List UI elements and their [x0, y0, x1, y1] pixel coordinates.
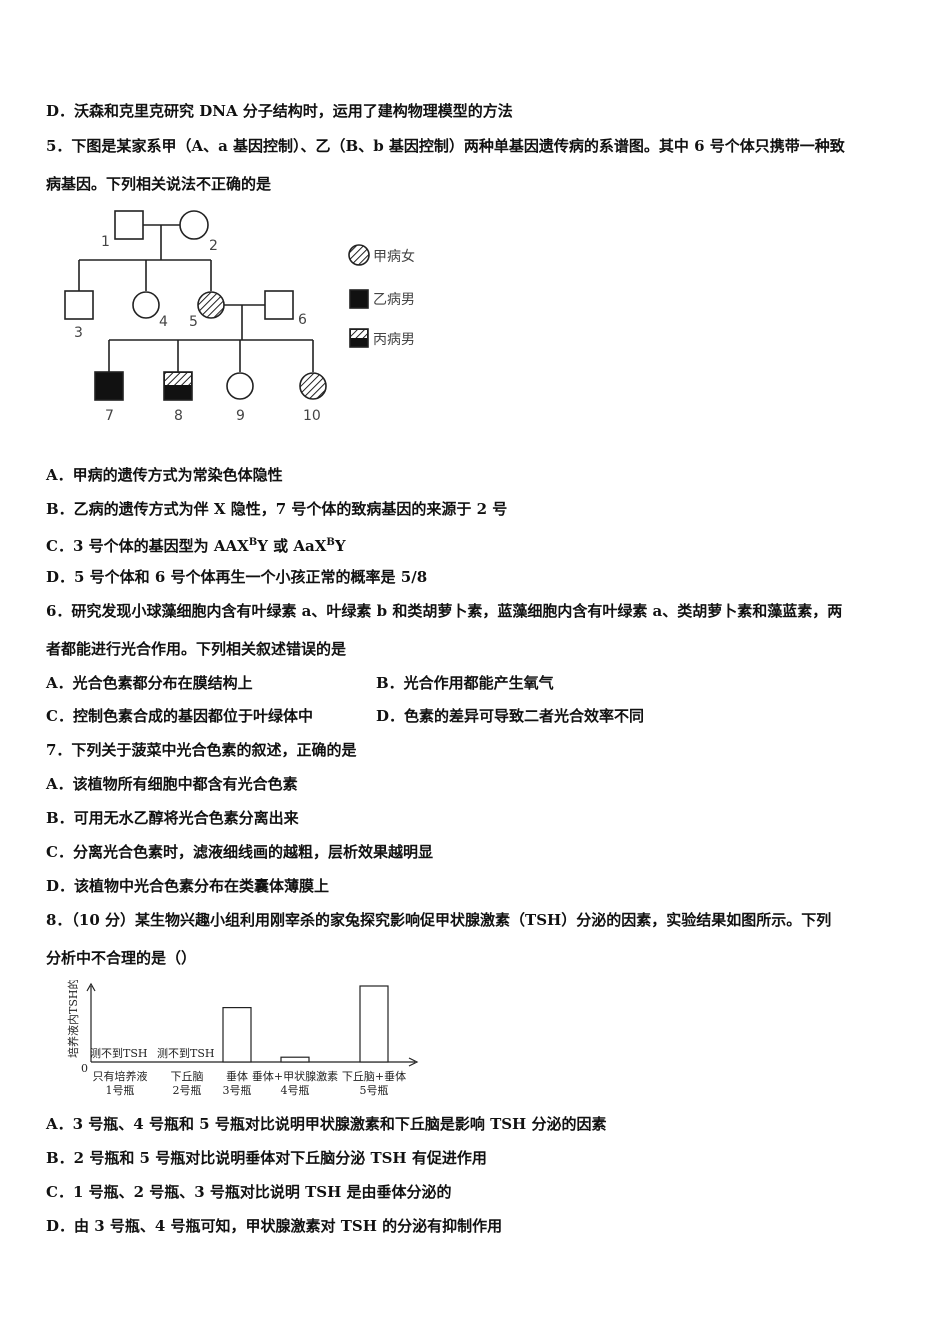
label-1: 1	[101, 234, 110, 250]
q4-option-d: D．沃森和克里克研究 DNA 分子结构时，运用了建构物理模型的方法	[46, 102, 513, 120]
individual-10-affected-female	[299, 372, 327, 400]
label-6: 6	[298, 312, 307, 328]
q8-option-c: C．1 号瓶、2 号瓶、3 号瓶对比说明 TSH 是由垂体分泌的	[46, 1183, 452, 1201]
bottle-label-4: 4号瓶	[281, 1083, 310, 1097]
q8-stem-line2: 分析中不合理的是（）	[46, 949, 197, 967]
label-9: 9	[236, 408, 245, 424]
bar-annotation-2: 测不到TSH	[157, 1047, 214, 1060]
individual-2-female	[179, 210, 209, 240]
q8-option-d: D．由 3 号瓶、4 号瓶可知，甲状腺激素对 TSH 的分泌有抑制作用	[46, 1217, 503, 1235]
bar-3	[222, 1007, 252, 1063]
q5-option-a: A．甲病的遗传方式为常染色体隐性	[46, 466, 283, 484]
q6-stem-line1: 6．研究发现小球藻细胞内含有叶绿素 a、叶绿素 b 和类胡萝卜素，蓝藻细胞内含有…	[46, 602, 843, 620]
q8-option-a: A．3 号瓶、4 号瓶和 5 号瓶对比说明甲状腺激素和下丘脑是影响 TSH 分泌…	[46, 1115, 607, 1133]
bar-annotation-1: 测不到TSH	[90, 1047, 147, 1060]
legend-label-2: 乙病男	[373, 292, 415, 308]
q7-option-c: C．分离光合色素时，滤液细线画的越粗，层析效果越明显	[46, 843, 433, 861]
legend-label-3: 丙病男	[373, 332, 415, 348]
legend-hatched-circle-icon	[348, 244, 370, 266]
q5-stem-line1: 5．下图是某家系甲（A、a 基因控制）、乙（B、b 基因控制）两种单基因遗传病的…	[46, 137, 845, 155]
chart-y-label: 培养液内TSH的浓度值	[66, 980, 80, 1058]
label-10: 10	[303, 408, 321, 424]
q7-option-d: D．该植物中光合色素分布在类囊体薄膜上	[46, 877, 330, 895]
bottle-label-3: 3号瓶	[223, 1083, 252, 1097]
q6-option-d: D．色素的差异可导致二者光合效率不同	[376, 707, 645, 725]
bottle-label-1: 1号瓶	[106, 1083, 135, 1097]
category-label-1: 只有培养液	[93, 1069, 148, 1083]
category-label-4: 垂体+甲状腺激素	[252, 1069, 338, 1083]
bar-4	[280, 1056, 310, 1063]
label-3: 3	[74, 325, 83, 341]
chart-origin-label: 0	[81, 1062, 88, 1075]
individual-7-affected-male	[94, 371, 124, 401]
q6-option-b: B．光合作用都能产生氧气	[376, 674, 554, 692]
q7-option-b: B．可用无水乙醇将光合色素分离出来	[46, 809, 299, 827]
bar-5	[359, 985, 389, 1063]
q7-option-a: A．该植物所有细胞中都含有光合色素	[46, 775, 298, 793]
individual-4-female	[132, 291, 160, 319]
label-4: 4	[159, 314, 168, 330]
q5-option-b: B．乙病的遗传方式为伴 X 隐性，7 号个体的致病基因的来源于 2 号	[46, 500, 508, 518]
bottle-label-5: 5号瓶	[360, 1083, 389, 1097]
individual-6-male	[264, 290, 294, 320]
individual-3-male	[64, 290, 94, 320]
category-label-5: 下丘脑+垂体	[342, 1069, 406, 1083]
label-2: 2	[209, 238, 218, 254]
legend-black-square-icon	[349, 289, 369, 309]
label-7: 7	[105, 408, 114, 424]
individual-9-female	[226, 372, 254, 400]
q5-option-d: D．5 号个体和 6 号个体再生一个小孩正常的概率是 5/8	[46, 568, 428, 586]
bottle-label-2: 2号瓶	[173, 1083, 202, 1097]
legend-label-1: 甲病女	[373, 248, 415, 265]
pedigree-diagram: 1 2 3 4 5 6 7 8 9 10 甲病女 乙病男 丙病男	[64, 210, 415, 424]
q6-stem-line2: 者都能进行光合作用。下列相关叙述错误的是	[46, 640, 347, 658]
q6-option-c: C．控制色素合成的基因都位于叶绿体中	[46, 707, 313, 725]
q6-option-a: A．光合色素都分布在膜结构上	[46, 674, 253, 692]
category-label-2: 下丘脑	[171, 1070, 204, 1083]
q8-option-b: B．2 号瓶和 5 号瓶对比说明垂体对下丘脑分泌 TSH 有促进作用	[46, 1149, 487, 1167]
category-label-3: 垂体	[226, 1069, 248, 1083]
individual-5-affected-female	[197, 291, 225, 319]
q5-option-c: C．3 号个体的基因型为 AAXBY 或 AaXBY	[46, 537, 346, 555]
q8-stem-line1: 8．（10 分）某生物兴趣小组利用刚宰杀的家兔探究影响促甲状腺激素（TSH）分泌…	[46, 911, 832, 929]
q7-stem: 7．下列关于菠菜中光合色素的叙述，正确的是	[46, 741, 357, 759]
label-8: 8	[174, 408, 183, 424]
q5-stem-line2: 病基因。下列相关说法不正确的是	[46, 175, 272, 193]
individual-1-male	[114, 210, 144, 240]
label-5: 5	[189, 314, 198, 330]
